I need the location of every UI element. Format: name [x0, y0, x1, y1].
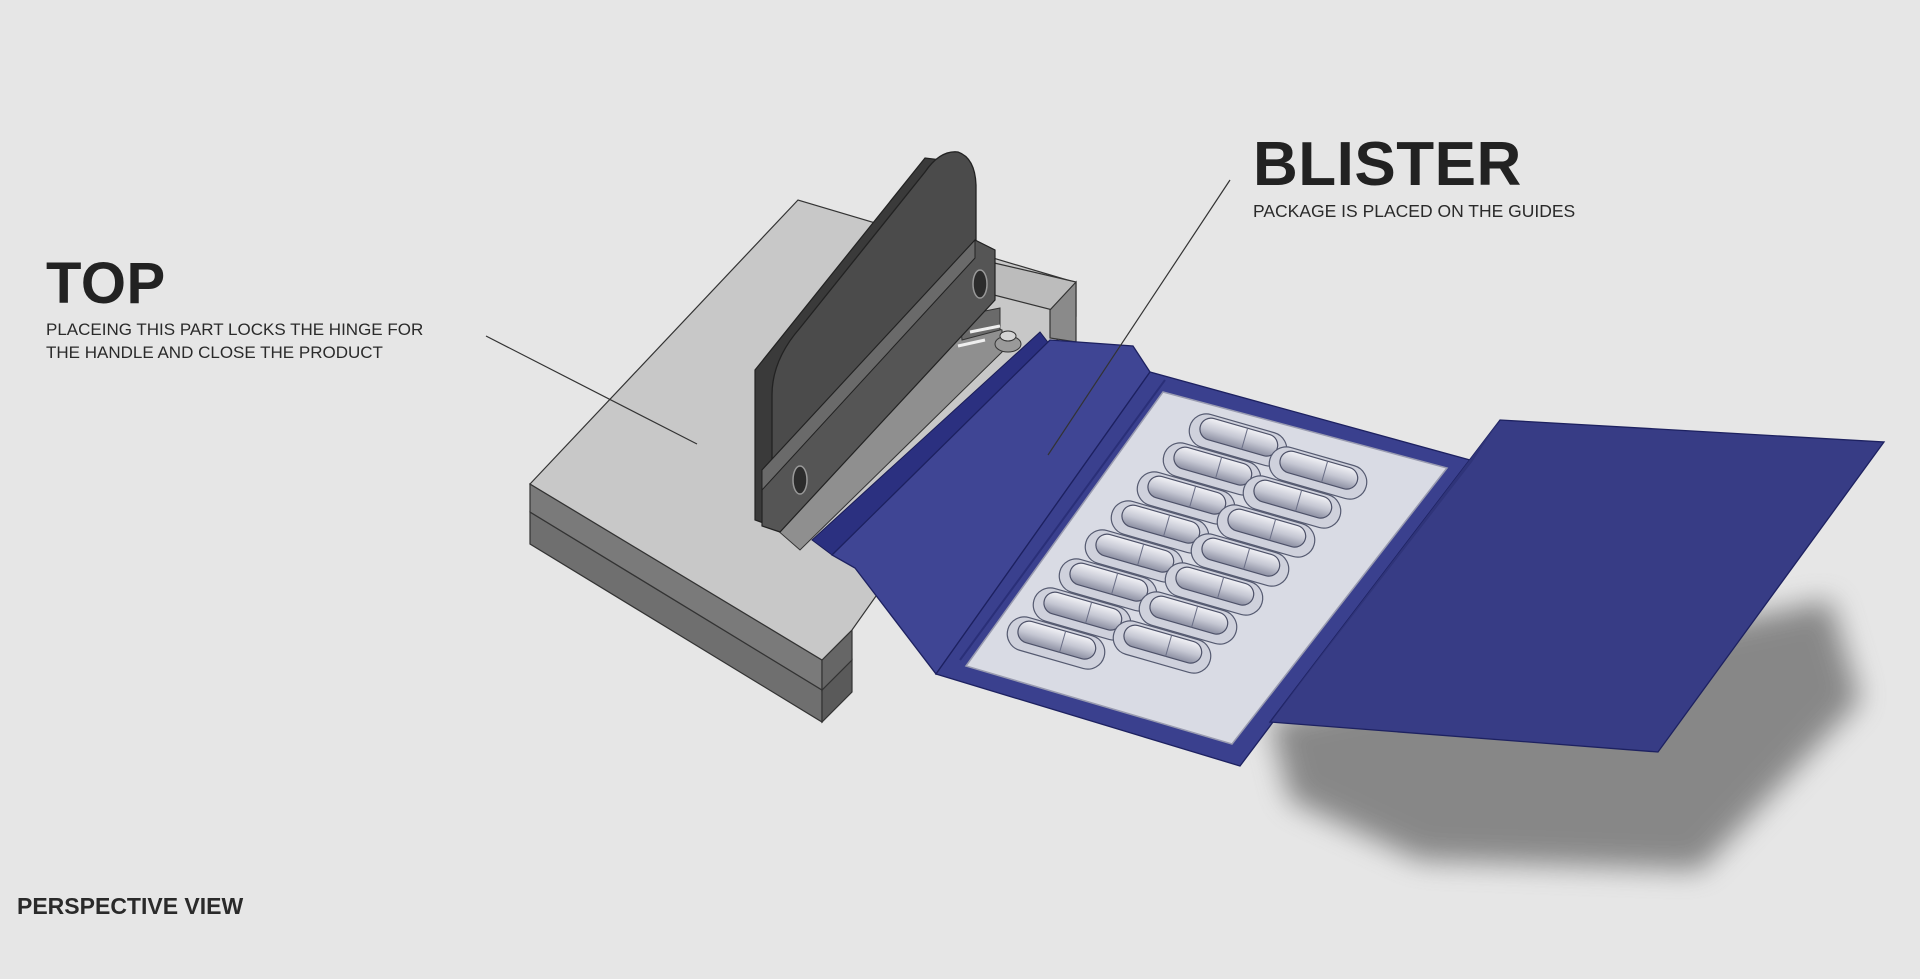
blister-callout: BLISTER PACKAGE IS PLACED ON THE GUIDES	[1253, 134, 1673, 224]
pill-cavity	[1242, 475, 1342, 529]
pill-cavity	[1268, 446, 1368, 500]
top-description-line1: PLACEING THIS PART LOCKS THE HINGE FOR	[46, 320, 424, 339]
view-caption: PERSPECTIVE VIEW	[17, 893, 244, 919]
pill-cavity	[1164, 562, 1264, 616]
pill-cavity	[1138, 591, 1238, 645]
top-title: TOP	[46, 251, 166, 316]
handle-plate	[754, 151, 996, 533]
blister-pills	[1006, 413, 1368, 674]
pill-cavity	[1112, 620, 1212, 674]
pill-cavity	[1190, 533, 1290, 587]
top-callout: TOP PLACEING THIS PART LOCKS THE HINGE F…	[46, 255, 506, 365]
blister-description: PACKAGE IS PLACED ON THE GUIDES	[1253, 201, 1576, 221]
pill-cavity	[1084, 529, 1184, 583]
pill-cavity	[1188, 413, 1288, 467]
blister-title: BLISTER	[1253, 130, 1522, 199]
pill-cavity	[1006, 616, 1106, 670]
leader-lines	[485, 179, 1231, 456]
pill-cavity	[1032, 587, 1132, 641]
pill-cavity	[1058, 558, 1158, 612]
top-description-line2: THE HANDLE AND CLOSE THE PRODUCT	[46, 342, 383, 362]
pill-cavity	[1216, 504, 1316, 558]
pill-cavity	[1110, 500, 1210, 554]
pill-cavity	[1162, 442, 1262, 496]
